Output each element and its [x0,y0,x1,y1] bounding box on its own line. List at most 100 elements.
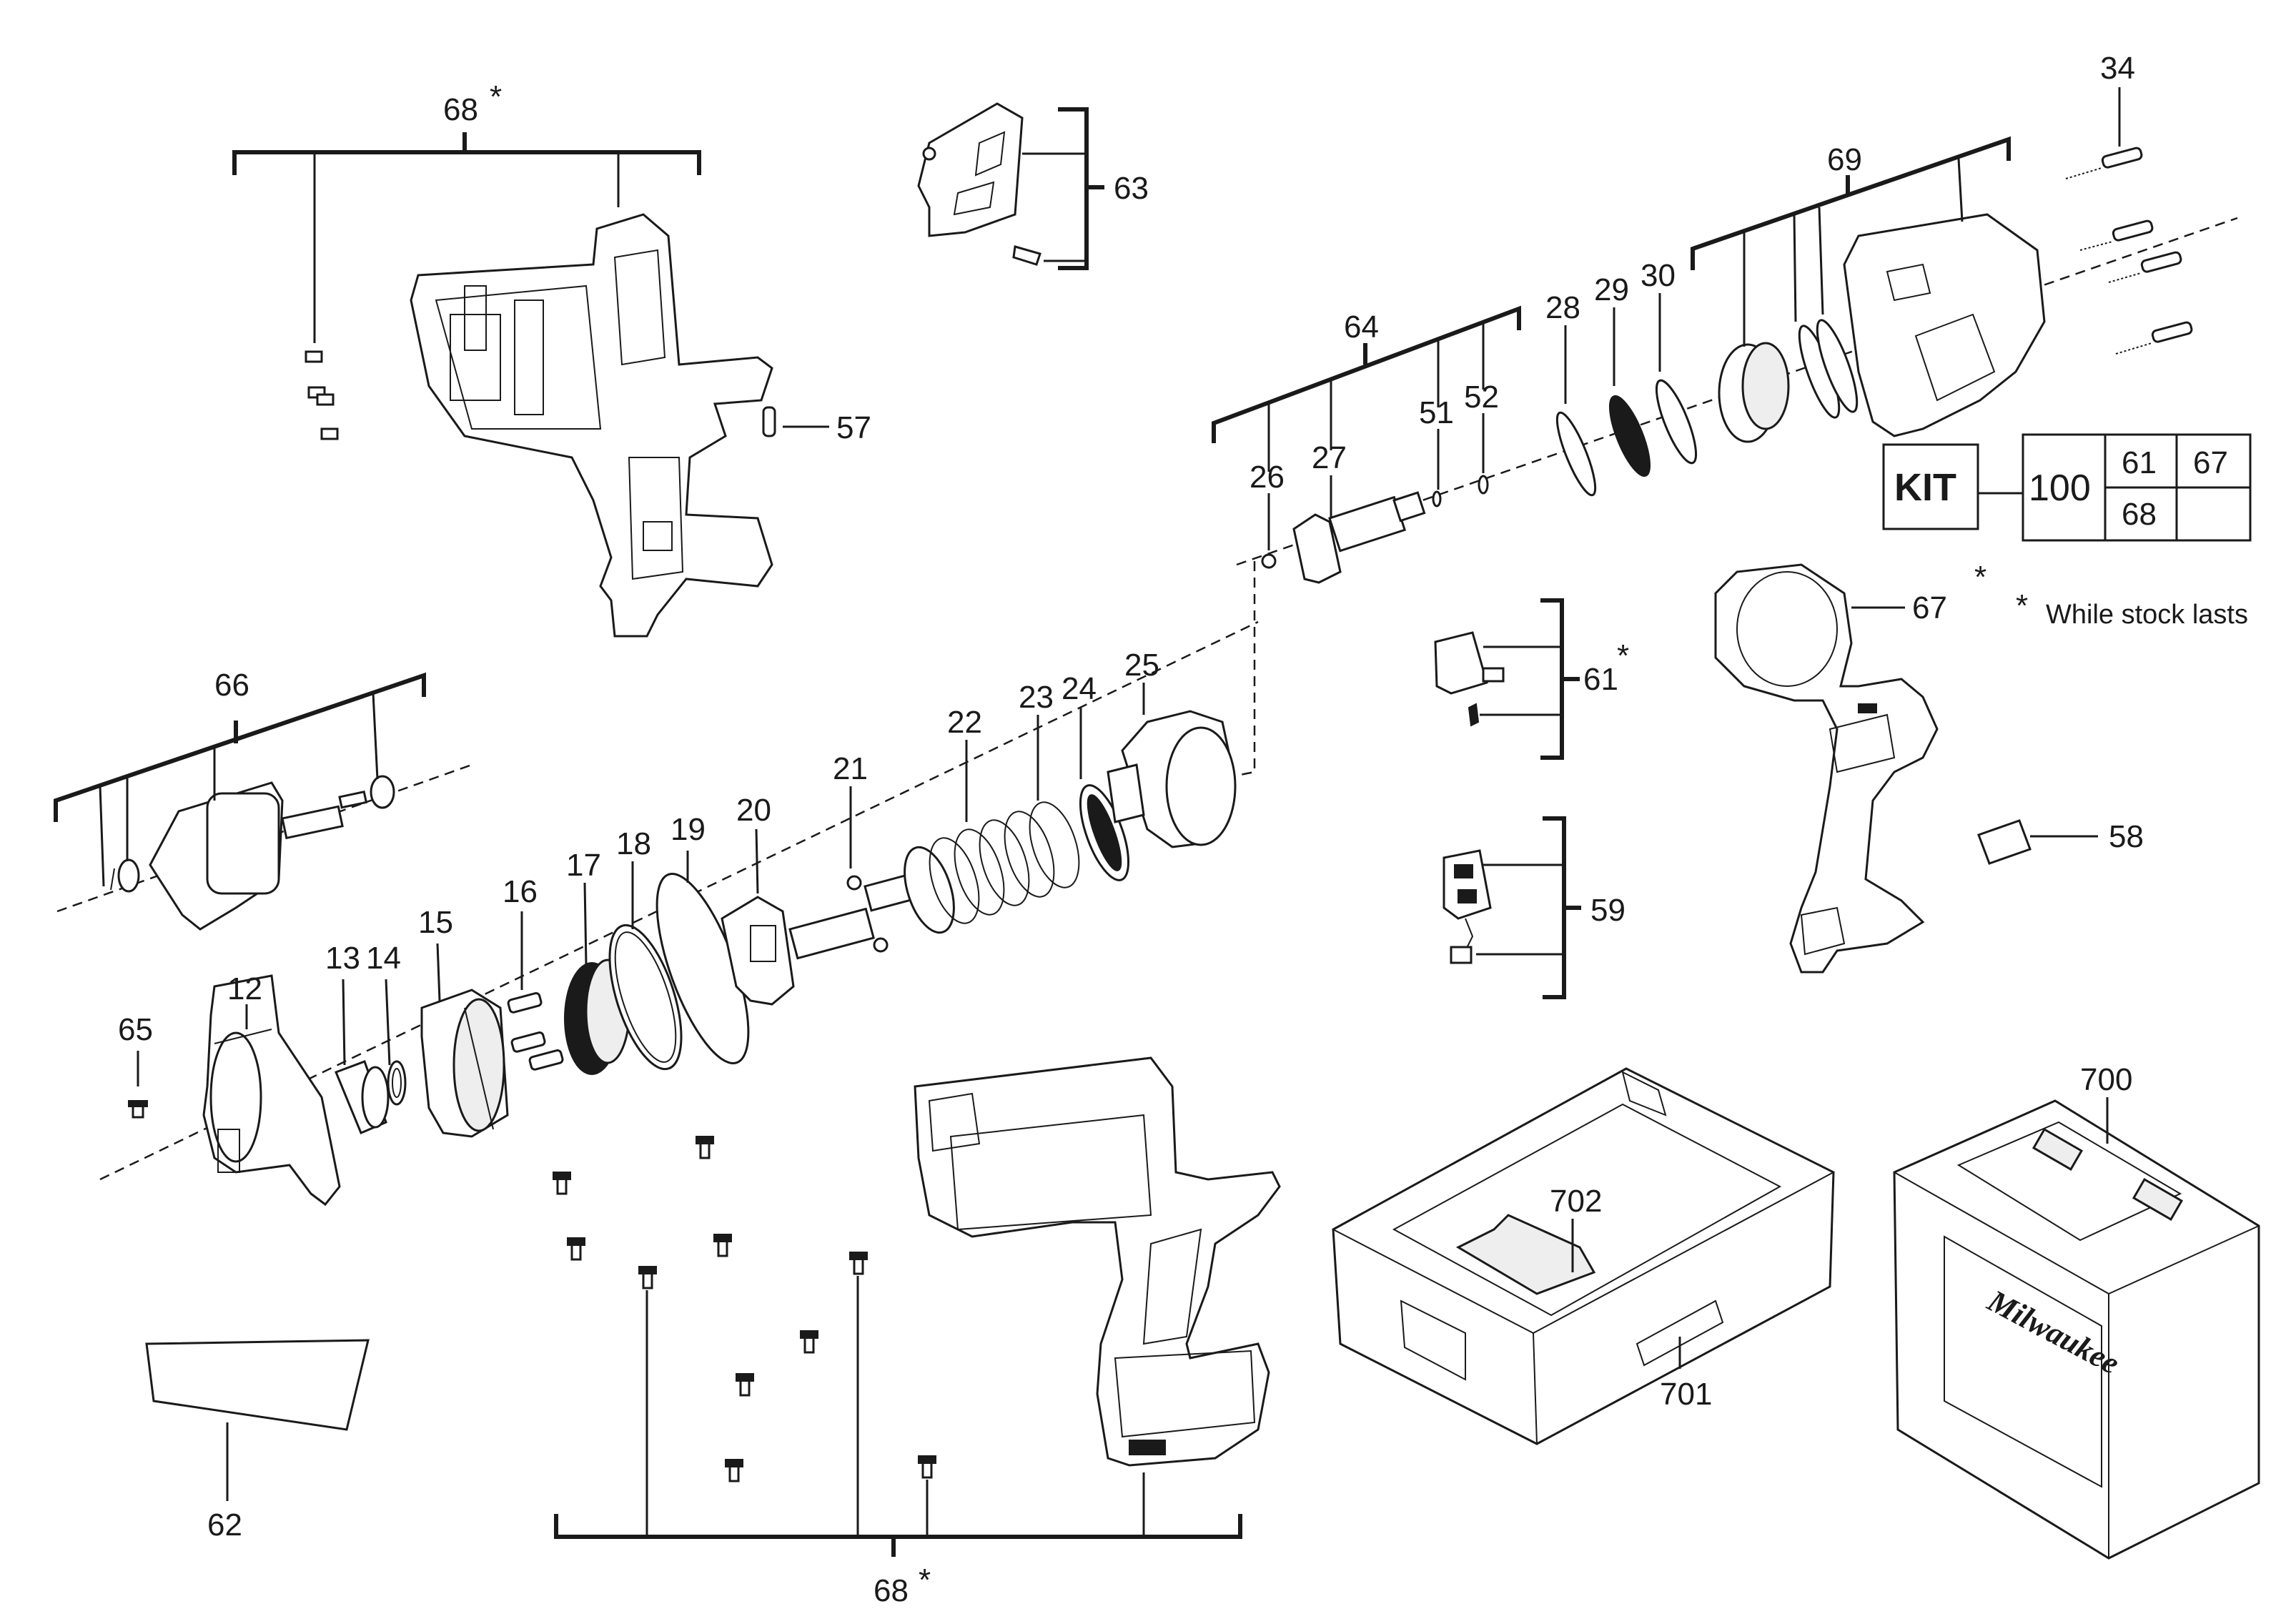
ring-52 [1478,475,1489,495]
callout-22: 22 [947,705,982,740]
bracket-66 [54,672,426,887]
callout-62: 62 [207,1507,242,1543]
washer-14 [387,1060,407,1106]
pin-57 [762,406,776,437]
pins-16 [507,991,564,1071]
part-59 [1443,849,1492,964]
ball-26 [1261,553,1277,569]
callout-18: 18 [616,826,651,861]
housing-half-bottom [914,1056,1281,1467]
note-asterisk: * [2016,588,2028,623]
callout-68-top: 68 [443,92,478,127]
motor-66 [110,775,395,931]
kit-label: KIT [1894,466,1956,509]
balls-21 [846,875,889,953]
asterisk-67: * [1974,560,1986,595]
washer-30 [1655,379,1698,465]
kit-item-61: 61 [2122,445,2157,480]
callout-64: 64 [1344,310,1379,345]
callout-700: 700 [2080,1062,2132,1097]
callout-63: 63 [1114,171,1149,206]
callout-34: 34 [2100,51,2135,86]
anvil-27 [1292,491,1426,584]
spring-22 [904,801,1080,934]
asterisk-68-top: * [490,79,502,114]
label-58 [1977,819,2032,865]
housing-half-top [410,213,773,638]
callout-24: 24 [1062,671,1097,706]
callout-27: 27 [1312,440,1347,475]
kit-table [1882,433,2252,542]
asterisk-61: * [1617,638,1629,673]
carrying-case-700 [1893,1099,2260,1560]
washer-29 [1609,395,1651,477]
clip-63 [917,102,1041,266]
housing-screws [553,1136,936,1482]
bracket-68-top [232,132,701,343]
callout-19: 19 [671,812,706,847]
kit-item-67: 67 [2193,445,2228,480]
callout-14: 14 [366,941,401,976]
bracket-61 [1480,598,1580,760]
callout-28: 28 [1545,290,1580,325]
callout-61: 61 [1583,662,1618,697]
callout-13: 13 [325,941,360,976]
hammer-25 [1107,710,1237,848]
oring-69b [1816,319,1859,413]
callout-67: 67 [1912,590,1947,625]
callout-51: 51 [1419,395,1454,430]
callout-68-bottom: 68 [874,1573,909,1608]
kit-number: 100 [2029,467,2091,509]
callout-15: 15 [418,905,453,940]
electronics-67 [1714,563,1939,974]
ring-gear-15 [420,989,509,1138]
small-pins [305,350,339,440]
note-text: While stock lasts [2046,600,2248,630]
nose-cover-69 [1843,213,2046,437]
kit-item-68: 68 [2122,497,2157,532]
bracket-64 [1212,305,1521,472]
asterisk-68-bottom: * [919,1563,931,1598]
callout-65: 65 [118,1012,153,1047]
callout-57: 57 [836,410,871,445]
callout-69: 69 [1827,142,1862,177]
callout-21: 21 [833,751,868,786]
screw-65 [128,1100,148,1119]
bracket-68-bottom [554,1276,1242,1557]
label-62 [145,1339,370,1431]
bracket-69 [1691,136,2011,347]
callout-52: 52 [1464,380,1499,415]
callout-12: 12 [227,971,262,1006]
callout-20: 20 [736,793,771,828]
callout-59: 59 [1590,893,1625,928]
callout-702: 702 [1550,1184,1602,1219]
leader-20 [755,828,759,894]
ring-51 [1432,490,1442,508]
callout-58: 58 [2109,819,2144,854]
case-insert-701 [1332,1067,1835,1445]
oring-18 [608,924,683,1071]
callout-701: 701 [1660,1377,1712,1412]
ring-13 [335,1060,390,1134]
leader-15 [436,943,441,1001]
leader-13 [342,979,346,1066]
callout-25: 25 [1124,648,1159,683]
callout-16: 16 [503,874,538,909]
gearbox-12 [202,974,341,1207]
leader-17 [583,882,588,966]
callout-29: 29 [1594,272,1629,307]
spindle-20 [721,873,914,1006]
callout-66: 66 [214,668,249,703]
callout-30: 30 [1641,258,1676,293]
nose-bushing [1718,342,1790,443]
bracket-59 [1476,816,1581,999]
screws-34 [2065,147,2193,355]
bracket-63 [1022,107,1104,270]
callout-23: 23 [1019,680,1054,715]
leader-14 [385,979,391,1066]
callout-17: 17 [566,848,601,883]
switch-61 [1434,631,1505,727]
callout-26: 26 [1250,460,1285,495]
washer-28 [1555,411,1597,497]
